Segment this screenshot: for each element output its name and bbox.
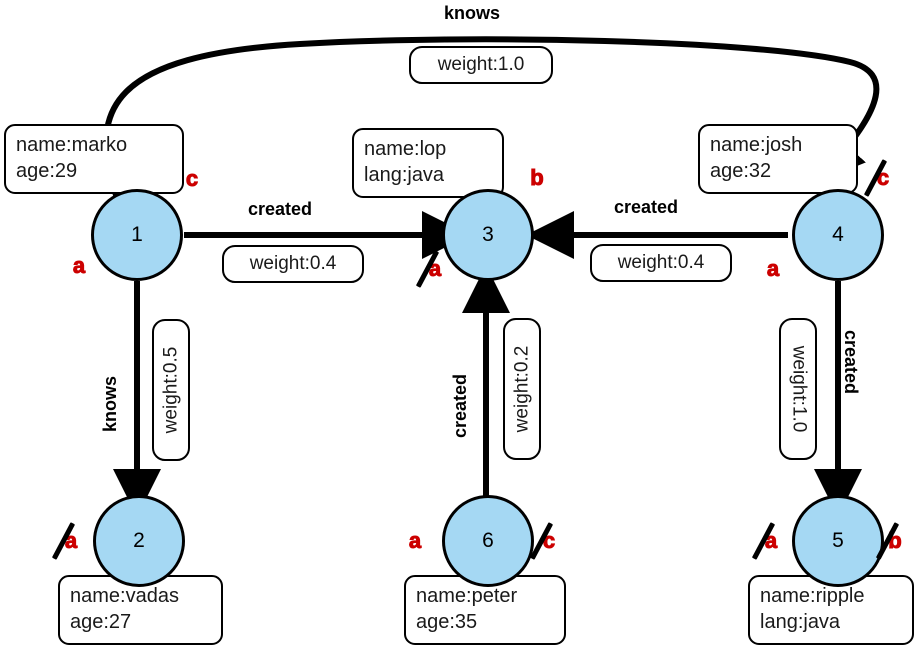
edge-label-created-1-3: created: [246, 197, 313, 220]
graph-node-2[interactable]: 2: [93, 495, 185, 587]
graph-node-5[interactable]: 5: [792, 495, 884, 587]
property-box-node-1: name:marko age:29: [4, 124, 184, 195]
property-line: age:29: [16, 159, 78, 182]
annotation-mark-node3-a: a: [415, 250, 446, 288]
edge-weight-knows-1-4: weight:1.0: [409, 46, 553, 84]
property-line: name:josh: [710, 134, 803, 156]
property-line: name:lop: [364, 138, 447, 160]
property-line: lang:java: [760, 610, 841, 633]
graph-node-4[interactable]: 4: [792, 189, 884, 281]
node-label: 3: [482, 223, 494, 246]
edge-label-created-4-5: created: [839, 328, 862, 395]
edge-weight-created-4-3: weight:0.4: [590, 244, 732, 282]
edge-label-created-4-3: created: [612, 195, 679, 218]
edge-path-knows-1-4: [103, 36, 880, 196]
graph-node-1[interactable]: 1: [91, 189, 183, 281]
property-line: age:32: [710, 159, 772, 182]
annotation-mark-node4-a: a: [766, 256, 780, 282]
node-label: 5: [832, 529, 844, 552]
property-line: age:35: [416, 610, 478, 633]
property-line: age:27: [70, 610, 132, 633]
annotation-mark-node4-c: c: [863, 159, 894, 197]
property-box-node-3: name:lop lang:java: [352, 128, 504, 199]
annotation-mark-node6-c: c: [529, 522, 560, 560]
property-line: name:vadas: [70, 585, 179, 607]
edge-label-knows-1-2: knows: [98, 374, 121, 433]
node-label: 2: [133, 529, 145, 552]
annotation-mark-node2-a: a: [51, 522, 82, 560]
annotation-mark-node5-a: a: [751, 522, 782, 560]
graph-node-3[interactable]: 3: [442, 189, 534, 281]
edge-weight-created-1-3: weight:0.4: [222, 245, 364, 283]
property-box-node-4: name:josh age:32: [698, 124, 858, 195]
annotation-mark-node5-b: b: [875, 522, 906, 560]
edge-label-knows-1-4: knows: [442, 1, 501, 24]
property-line: lang:java: [364, 163, 445, 186]
node-label: 6: [482, 529, 494, 552]
edge-weight-created-6-3: weight:0.2: [503, 318, 541, 460]
graph-node-6[interactable]: 6: [442, 495, 534, 587]
annotation-mark-node1-c: c: [185, 166, 199, 192]
edge-weight-knows-1-2: weight:0.5: [152, 319, 190, 461]
edge-label-created-6-3: created: [448, 372, 471, 439]
annotation-mark-node6-a: a: [408, 528, 422, 554]
property-line: name:marko: [16, 134, 128, 156]
annotation-mark-node3-b: b: [530, 165, 544, 191]
node-label: 4: [832, 223, 844, 246]
node-label: 1: [131, 223, 143, 246]
property-line: name:ripple: [760, 585, 865, 607]
edge-weight-created-4-5: weight:1.0: [779, 318, 817, 460]
annotation-mark-node1-a: a: [72, 253, 86, 279]
property-line: name:peter: [416, 585, 518, 607]
